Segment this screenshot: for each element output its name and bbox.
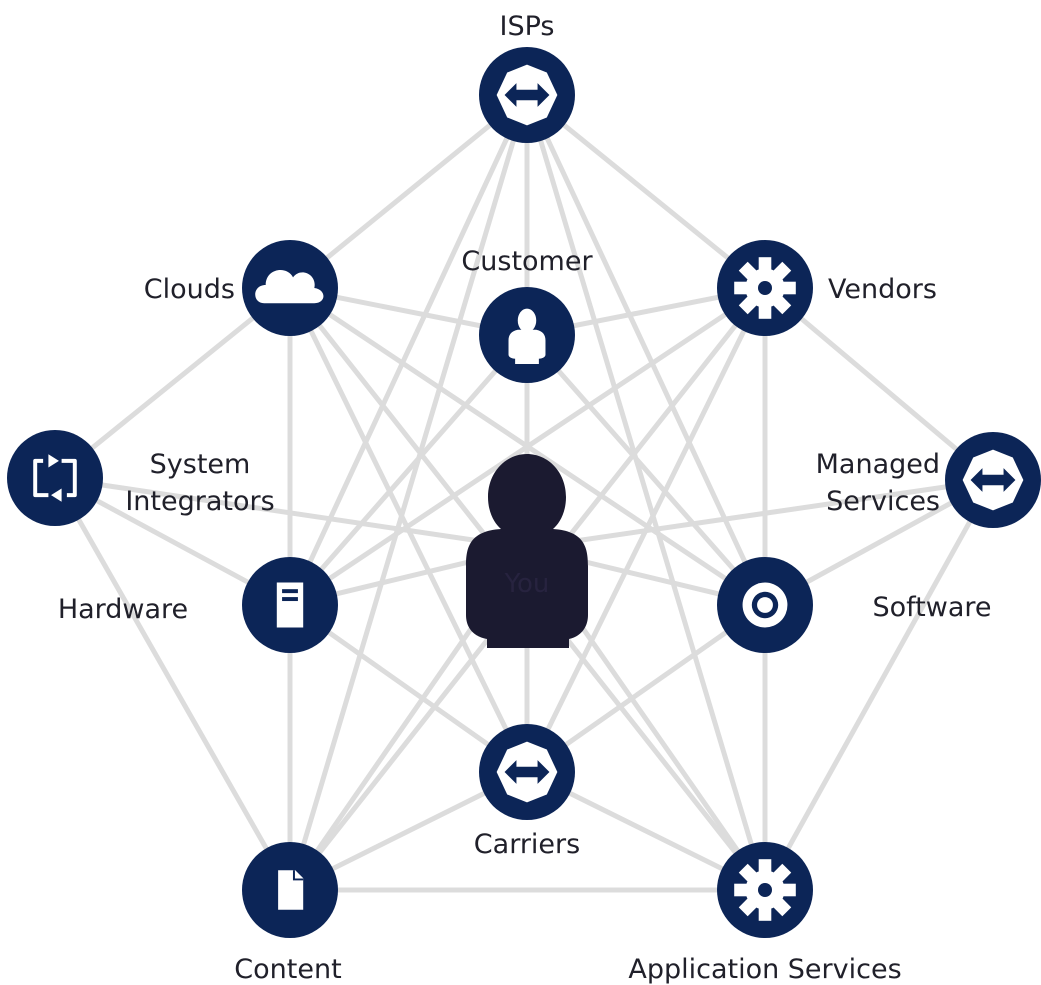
ring-icon: [742, 582, 788, 628]
edge-managed-services-application-services: [762, 477, 996, 893]
node-system-integrators: [7, 430, 103, 526]
node-isps: [479, 47, 575, 143]
edge-isps-application-services: [524, 92, 768, 893]
node-application-services: [717, 842, 813, 938]
label-system-integrators-line2: Integrators: [125, 486, 274, 517]
edge-clouds-system-integrators: [52, 285, 293, 481]
label-software: Software: [872, 592, 991, 623]
label-content: Content: [234, 954, 341, 985]
label-clouds: Clouds: [144, 274, 235, 305]
node-customer: [479, 287, 575, 383]
edge-isps-content: [287, 92, 530, 893]
label-isps: ISPs: [500, 11, 555, 42]
person-icon: [466, 454, 588, 648]
node-hardware: [242, 557, 338, 653]
label-system-integrators-line1: System: [150, 449, 251, 480]
edge-software-carriers: [524, 602, 768, 775]
label-managed-services-line2: Services: [826, 486, 940, 517]
label-hardware: Hardware: [58, 594, 188, 625]
edge-system-integrators-content: [52, 475, 293, 893]
document-icon: [277, 869, 305, 911]
label-application-services: Application Services: [628, 954, 901, 985]
label-customer: Customer: [461, 246, 593, 277]
gear-icon: [734, 257, 796, 319]
edge-isps-vendors: [524, 92, 768, 291]
node-carriers: [479, 724, 575, 820]
node-content: [242, 842, 338, 938]
edge-managed-services-you: [524, 477, 996, 551]
edge-hardware-carriers: [287, 602, 530, 775]
gear-icon: [734, 859, 796, 921]
node-managed-services: [945, 432, 1041, 528]
node-vendors: [717, 240, 813, 336]
you-label: You: [504, 569, 550, 599]
you-figure: You: [466, 454, 588, 648]
label-carriers: Carriers: [474, 829, 580, 860]
edge-vendors-managed-services: [762, 285, 996, 483]
edge-system-integrators-you: [52, 475, 530, 551]
label-managed-services-line1: Managed: [816, 449, 940, 480]
node-software: [717, 557, 813, 653]
edge-isps-clouds: [287, 92, 530, 291]
label-vendors: Vendors: [828, 274, 937, 305]
server-icon: [276, 582, 304, 628]
edge-customer-hardware: [287, 332, 530, 608]
edge-customer-software: [524, 332, 768, 608]
node-clouds: [242, 240, 338, 336]
